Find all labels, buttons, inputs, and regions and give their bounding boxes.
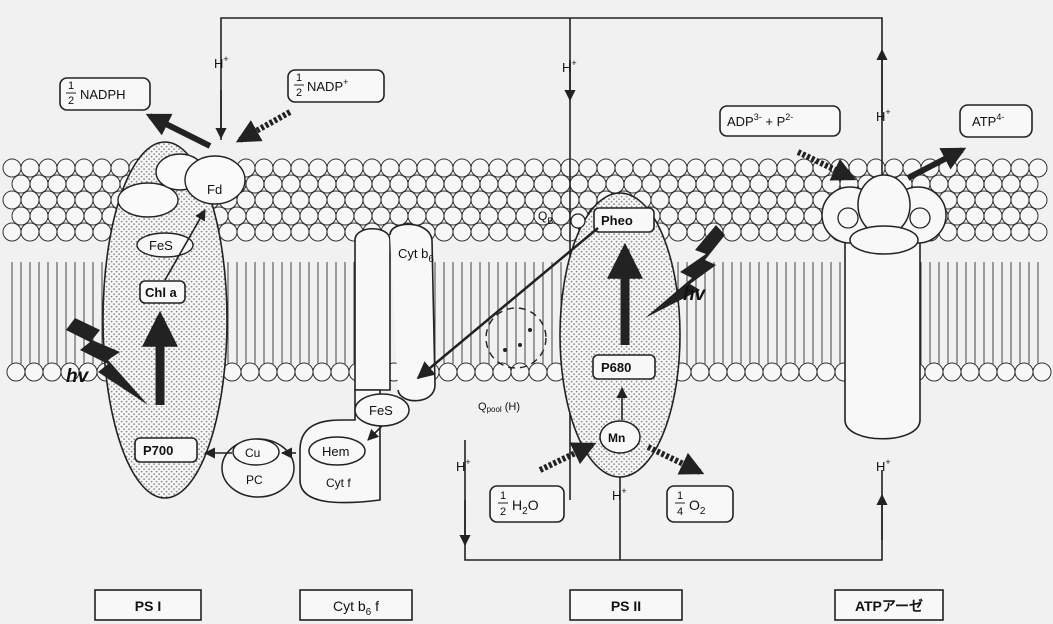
atpase-caption: ATPアーゼ — [835, 590, 943, 620]
water-box: 1 2 H2O — [490, 486, 564, 522]
svg-text:2: 2 — [296, 87, 302, 99]
nadp-box: 1 2 NADP+ — [288, 70, 384, 102]
hplus-label-top-right: H+ — [876, 107, 891, 124]
svg-text:1: 1 — [296, 72, 302, 84]
ps1-caption: PS I — [95, 590, 201, 620]
svg-text:NADP+: NADP+ — [307, 77, 348, 94]
qpool-label: Qpool (H) — [478, 401, 520, 414]
svg-text:1: 1 — [500, 490, 506, 502]
atp-box: ATP4- — [960, 105, 1032, 137]
cu-label: Cu — [245, 446, 260, 460]
svg-text:4: 4 — [677, 506, 683, 518]
cytb6f-caption: Cyt b6 f — [300, 590, 412, 620]
p700-label: P700 — [143, 443, 173, 458]
nadph-box: 1 2 NADPH — [60, 78, 150, 110]
hem-label: Hem — [322, 444, 349, 459]
chla-label: Chl a — [145, 285, 178, 300]
fes-label-ps1: FeS — [149, 238, 173, 253]
svg-text:NADPH: NADPH — [80, 87, 126, 102]
svg-text:PS II: PS II — [611, 598, 641, 614]
mn-label: Mn — [608, 431, 625, 445]
hplus-label-bottom-left: H+ — [456, 457, 471, 474]
svg-text:1: 1 — [68, 80, 74, 92]
atp-synthase — [822, 175, 946, 439]
cytf-label: Cyt f — [326, 476, 351, 490]
oxygen-box: 1 4 O2 — [667, 486, 733, 522]
hplus-label-top-left: H+ — [214, 54, 229, 71]
svg-text:2: 2 — [500, 506, 506, 518]
pc-label: PC — [246, 473, 263, 487]
hplus-label-bottom-center: H+ — [612, 486, 627, 503]
hplus-label-bottom-right: H+ — [876, 457, 891, 474]
hplus-label-top-center: H+ — [562, 58, 577, 75]
fes-label-cytb6f: FeS — [369, 403, 393, 418]
ps2-caption: PS II — [570, 590, 682, 620]
hv-label-ps1: hv — [66, 366, 90, 387]
svg-text:ATPアーゼ: ATPアーゼ — [855, 598, 923, 614]
adp-box: ADP3- + P2- — [720, 106, 840, 136]
pheo-label: Pheo — [601, 213, 633, 228]
svg-text:PS I: PS I — [135, 598, 161, 614]
ps1-complex — [103, 142, 245, 498]
p680-label: P680 — [601, 360, 631, 375]
fd-label: Fd — [207, 182, 222, 197]
hv-label-ps2: hv — [683, 284, 707, 305]
svg-text:2: 2 — [68, 95, 74, 107]
svg-text:1: 1 — [677, 490, 683, 502]
